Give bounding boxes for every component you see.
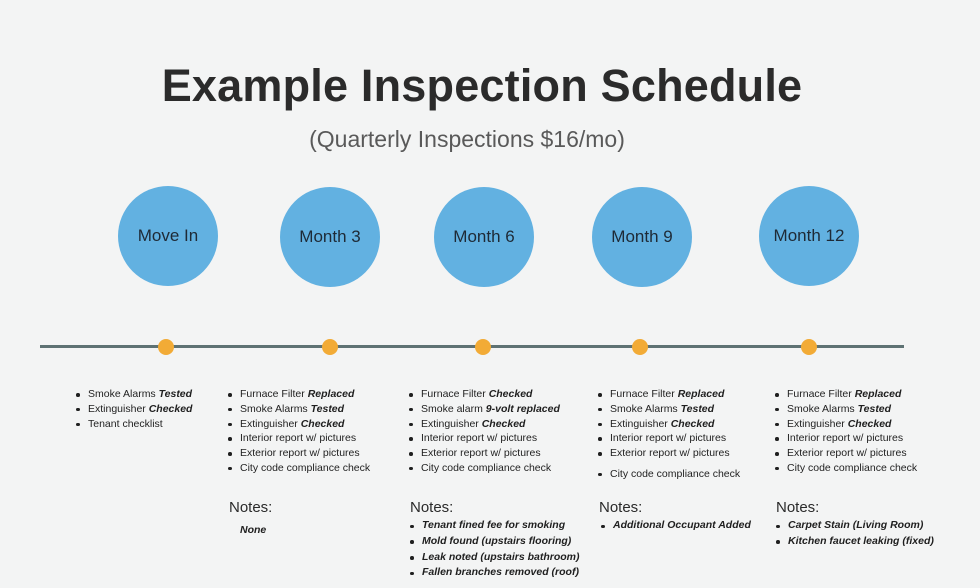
checklist-month-6: Furnace Filter Checked Smoke alarm 9-vol… bbox=[408, 387, 560, 476]
checklist-item: Extinguisher Checked bbox=[75, 402, 192, 417]
checklist-item: Interior report w/ pictures bbox=[597, 431, 740, 446]
checklist-item: Interior report w/ pictures bbox=[408, 431, 560, 446]
notes-heading-month-6: Notes: bbox=[410, 499, 454, 516]
checklist-item: City code compliance check bbox=[774, 461, 917, 476]
note-item: Additional Occupant Added bbox=[600, 518, 751, 534]
checklist-move-in: Smoke Alarms Tested Extinguisher Checked… bbox=[75, 387, 192, 431]
note-item: Carpet Stain (Living Room) bbox=[775, 518, 934, 534]
checklist-item: Smoke alarm 9-volt replaced bbox=[408, 402, 560, 417]
checklist-item: Exterior report w/ pictures bbox=[774, 446, 917, 461]
timeline-dot-month-3 bbox=[322, 339, 338, 355]
milestone-circle-month-6: Month 6 bbox=[434, 187, 534, 287]
checklist-item: City code compliance check bbox=[597, 467, 740, 482]
checklist-month-9: Furnace Filter Replaced Smoke Alarms Tes… bbox=[597, 387, 740, 482]
note-item: Fallen branches removed (roof) bbox=[409, 565, 580, 581]
checklist-item: Tenant checklist bbox=[75, 417, 192, 432]
checklist-item: Furnace Filter Replaced bbox=[227, 387, 370, 402]
notes-list-month-12: Carpet Stain (Living Room) Kitchen fauce… bbox=[775, 518, 934, 550]
checklist-item: Extinguisher Checked bbox=[408, 417, 560, 432]
checklist-item: Exterior report w/ pictures bbox=[597, 446, 740, 461]
checklist-item: Exterior report w/ pictures bbox=[408, 446, 560, 461]
checklist-item: Exterior report w/ pictures bbox=[227, 446, 370, 461]
note-item: Leak noted (upstairs bathroom) bbox=[409, 550, 580, 566]
checklist-item: City code compliance check bbox=[227, 461, 370, 476]
checklist-item: Interior report w/ pictures bbox=[227, 431, 370, 446]
milestone-circle-month-3: Month 3 bbox=[280, 187, 380, 287]
milestone-circle-move-in: Move In bbox=[118, 186, 218, 286]
timeline-dot-month-6 bbox=[475, 339, 491, 355]
milestone-label: Month 12 bbox=[773, 226, 845, 245]
note-item: Kitchen faucet leaking (fixed) bbox=[775, 534, 934, 550]
notes-list-month-6: Tenant fined fee for smoking Mold found … bbox=[409, 518, 580, 581]
checklist-item: Furnace Filter Checked bbox=[408, 387, 560, 402]
checklist-item: Smoke Alarms Tested bbox=[774, 402, 917, 417]
notes-none-month-3: None bbox=[240, 524, 267, 536]
notes-heading-month-12: Notes: bbox=[776, 499, 820, 516]
milestone-label: Month 9 bbox=[611, 227, 673, 246]
timeline-line bbox=[40, 345, 904, 348]
checklist-month-12: Furnace Filter Replaced Smoke Alarms Tes… bbox=[774, 387, 917, 476]
checklist-item: Furnace Filter Replaced bbox=[597, 387, 740, 402]
timeline-dot-move-in bbox=[158, 339, 174, 355]
checklist-item: Smoke Alarms Tested bbox=[227, 402, 370, 417]
page-subtitle: (Quarterly Inspections $16/mo) bbox=[309, 126, 625, 152]
timeline-dot-month-9 bbox=[632, 339, 648, 355]
timeline-dot-month-12 bbox=[801, 339, 817, 355]
notes-heading-month-9: Notes: bbox=[599, 499, 643, 516]
checklist-item: Extinguisher Checked bbox=[597, 417, 740, 432]
checklist-item: City code compliance check bbox=[408, 461, 560, 476]
page-title: Example Inspection Schedule bbox=[161, 60, 803, 111]
milestone-label: Month 3 bbox=[299, 227, 361, 246]
checklist-item: Furnace Filter Replaced bbox=[774, 387, 917, 402]
milestone-label: Move In bbox=[137, 226, 199, 245]
checklist-item: Smoke Alarms Tested bbox=[597, 402, 740, 417]
milestone-circle-month-12: Month 12 bbox=[759, 186, 859, 286]
checklist-item: Interior report w/ pictures bbox=[774, 431, 917, 446]
note-item: Tenant fined fee for smoking bbox=[409, 518, 580, 534]
milestone-circle-month-9: Month 9 bbox=[592, 187, 692, 287]
milestone-label: Month 6 bbox=[453, 227, 515, 246]
note-item: Mold found (upstairs flooring) bbox=[409, 534, 580, 550]
checklist-item: Extinguisher Checked bbox=[227, 417, 370, 432]
checklist-item: Smoke Alarms Tested bbox=[75, 387, 192, 402]
notes-heading-month-3: Notes: bbox=[229, 499, 273, 516]
checklist-month-3: Furnace Filter Replaced Smoke Alarms Tes… bbox=[227, 387, 370, 476]
checklist-item: Extinguisher Checked bbox=[774, 417, 917, 432]
notes-list-month-9: Additional Occupant Added bbox=[600, 518, 751, 534]
